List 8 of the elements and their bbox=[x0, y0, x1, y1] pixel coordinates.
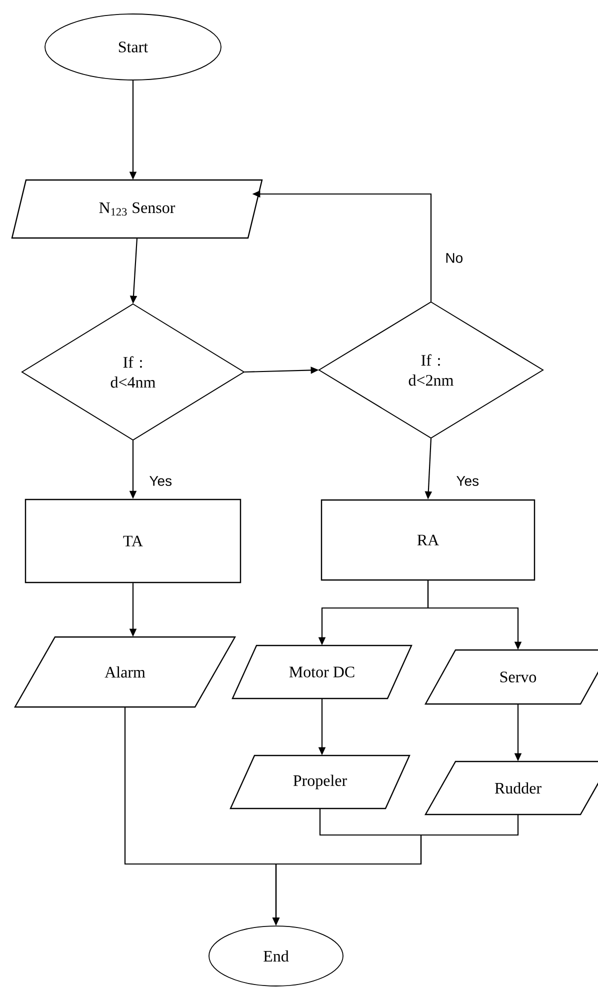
process-box: RA bbox=[320, 499, 536, 581]
input-output-parallelogram: Propeler bbox=[230, 754, 410, 810]
edge-label: Yes bbox=[148, 475, 174, 487]
edge-label: No bbox=[444, 252, 464, 264]
edge-label: Yes bbox=[455, 475, 480, 487]
input-output-parallelogram: Motor DC bbox=[232, 644, 412, 700]
input-output-parallelogram: N$_{123}$ Sensor bbox=[11, 179, 263, 239]
process-box: TA bbox=[24, 498, 242, 584]
